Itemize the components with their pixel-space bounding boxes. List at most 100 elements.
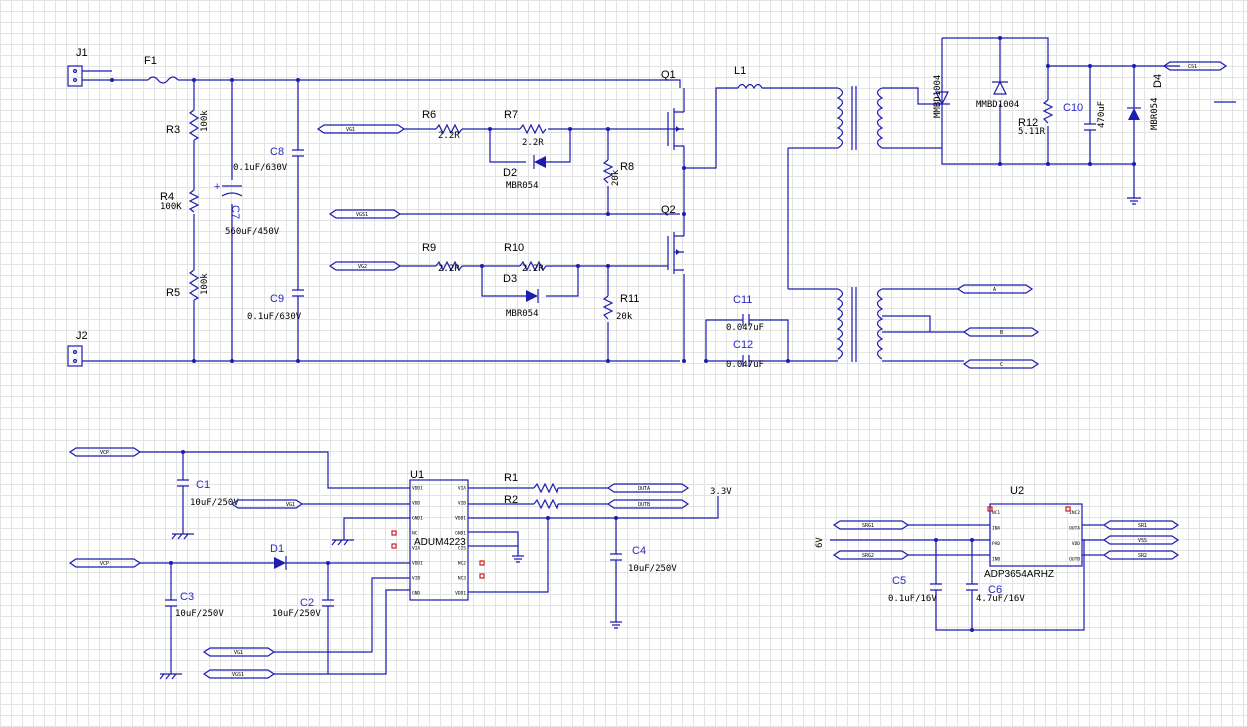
mosfet-q1[interactable]: Q1 [661, 69, 685, 168]
resistor-r10[interactable]: R10 2.2R [504, 242, 547, 274]
net-vg1-bottom: VG1 [234, 650, 243, 656]
r5-value: 100k [200, 273, 210, 295]
c11-c12-wire [705, 319, 789, 362]
u1-pin-right-2: VDD1 [455, 516, 466, 522]
c9-value: 0.1uF/630V [247, 312, 302, 322]
ground-u1 [331, 539, 354, 546]
c6-value: 4.7uF/16V [976, 594, 1025, 604]
u1-pin-left-6: VIB [412, 576, 420, 582]
u1-pin-right-4: CIS [458, 546, 466, 552]
capacitor-c12[interactable]: C12 0.047uF [726, 339, 764, 370]
net-port-c[interactable]: C [962, 359, 1040, 369]
net-port-vgs1-bottom[interactable]: VGS1 [202, 669, 276, 679]
ic-u1[interactable]: U1 ADUM4223 VDD1VDDGND1NCVIAVDDIVIBGNDVI… [409, 469, 469, 601]
net-port-vg2[interactable]: VG2 [328, 261, 402, 271]
tx2-primary-wire [788, 288, 838, 362]
resistor-r7[interactable]: R7 2.2R [504, 109, 547, 148]
vcp-top-wire [140, 451, 410, 489]
net-outb: OUTB [638, 502, 650, 508]
connector-j2[interactable]: J2 [67, 330, 88, 367]
net-port-sr2[interactable]: SR2 [1102, 550, 1180, 560]
c2-value: 10uF/250V [272, 609, 321, 619]
net-port-vgs1-top[interactable]: VGS1 [328, 209, 402, 219]
capacitor-c8[interactable]: C8 0.1uF/630V [233, 146, 304, 173]
net-port-srg2[interactable]: SRG2 [832, 550, 910, 560]
d4-label: D4 [1152, 74, 1164, 88]
u2-pin-left-3: INB [992, 556, 1000, 562]
resistor-r4[interactable]: R4 100K [160, 189, 200, 213]
diode-d2[interactable]: D2 MBR054 [503, 155, 546, 191]
u2-pin-right-1: OUTA [1069, 525, 1080, 531]
net-port-vcp-top[interactable]: VCP [68, 447, 142, 457]
connector-j1[interactable]: J1 [67, 47, 88, 87]
q2-label: Q2 [661, 204, 676, 216]
net-port-sr1[interactable]: SR1 [1102, 520, 1180, 530]
net-vcp-bottom: VCP [100, 561, 109, 567]
capacitor-c4[interactable]: C4 10uF/250V [610, 545, 677, 574]
u2-left-wire [830, 524, 990, 556]
net-port-cs1[interactable]: CS1 [1162, 61, 1228, 71]
ground-c4 [610, 621, 622, 629]
capacitor-c11[interactable]: C11 0.047uF [726, 294, 764, 333]
resistor-r8[interactable]: R8 20k [602, 159, 634, 186]
diode-d1[interactable]: D1 [270, 543, 287, 570]
r6-value: 2.2R [438, 131, 460, 141]
transformer-bottom[interactable] [836, 287, 884, 362]
net-port-vg1-bottom[interactable]: VG1 [202, 647, 276, 657]
switch-node-wire [684, 87, 738, 169]
resistor-r3[interactable]: R3 100k [166, 109, 210, 141]
d2-value: MBR054 [506, 181, 539, 191]
c10-label: C10 [1063, 102, 1083, 114]
diode-mmbd-left[interactable]: MMBD1004 [933, 75, 950, 118]
resistor-r1[interactable]: R1 [504, 472, 559, 494]
c7-value: 560uF/450V [225, 227, 280, 237]
c12-label: C12 [733, 339, 753, 351]
diode-mmbd-right[interactable]: MMBD1004 [976, 80, 1019, 110]
resistor-r12[interactable]: R12 5.11R [1018, 99, 1054, 137]
mosfet-q2[interactable]: Q2 [661, 204, 685, 361]
capacitor-c6[interactable]: C6 4.7uF/16V [966, 583, 1025, 604]
net-port-srg1[interactable]: SRG1 [832, 520, 910, 530]
resistor-r9[interactable]: R9 2.2R [422, 242, 463, 274]
ic-u2[interactable]: U2 ADP3654ARHZ NC1INAPADINBINC2OUTAVDDOU… [984, 485, 1083, 580]
resistor-r5[interactable]: R5 100k [166, 269, 210, 301]
capacitor-c9[interactable]: C9 0.1uF/630V [247, 289, 304, 322]
net-port-a[interactable]: A [956, 284, 1034, 294]
net-port-outb[interactable]: OUTB [606, 499, 690, 509]
u1-pin-left-2: GND1 [412, 516, 423, 522]
net-port-vg1-mid[interactable]: VG1 [230, 499, 304, 509]
net-outa: OUTA [638, 486, 650, 492]
r2-label: R2 [504, 494, 518, 506]
net-srg2: SRG2 [862, 553, 874, 559]
net-port-vg1-top[interactable]: VG1 [316, 124, 406, 134]
capacitor-c7[interactable]: + C7 560uF/450V [214, 181, 280, 237]
capacitor-c3[interactable]: C3 10uF/250V [165, 591, 224, 619]
u2-right-wire [1082, 524, 1104, 556]
capacitor-c2[interactable]: C2 10uF/250V [272, 597, 334, 619]
r4-value: 100K [160, 202, 182, 212]
net-port-vss[interactable]: VSS [1102, 535, 1180, 545]
net-port-outa[interactable]: OUTA [606, 483, 690, 493]
c5-value: 0.1uF/16V [888, 594, 937, 604]
fuse-f1[interactable]: F1 [144, 55, 179, 84]
resistor-r2[interactable]: R2 [504, 494, 559, 510]
u2-pin-right-0: INC2 [1069, 510, 1080, 516]
r8-label: R8 [620, 161, 634, 173]
net-port-vcp-bottom[interactable]: VCP [68, 558, 142, 568]
u1-nc-markers [391, 530, 397, 549]
u2-pin-left-2: PAD [992, 541, 1000, 547]
resistor-r11[interactable]: R11 20k [602, 293, 639, 322]
transformer-top[interactable] [836, 86, 884, 150]
diode-d4[interactable]: D4 MBR054 [1127, 74, 1164, 130]
inductor-l1[interactable]: L1 [734, 65, 763, 90]
capacitor-c5[interactable]: C5 0.1uF/16V [888, 575, 942, 604]
diode-d3[interactable]: D3 MBR054 [503, 273, 539, 319]
rectifier-frame [941, 37, 1134, 165]
capacitor-c1[interactable]: C1 10uF/250V [177, 479, 239, 508]
c2-label: C2 [300, 597, 314, 609]
resistor-r6[interactable]: R6 2.2R [422, 109, 463, 141]
capacitor-c10[interactable]: C10 470uF [1063, 101, 1107, 131]
u1-pin-left-1: VDD [412, 501, 420, 507]
net-port-b[interactable]: B [962, 327, 1040, 337]
